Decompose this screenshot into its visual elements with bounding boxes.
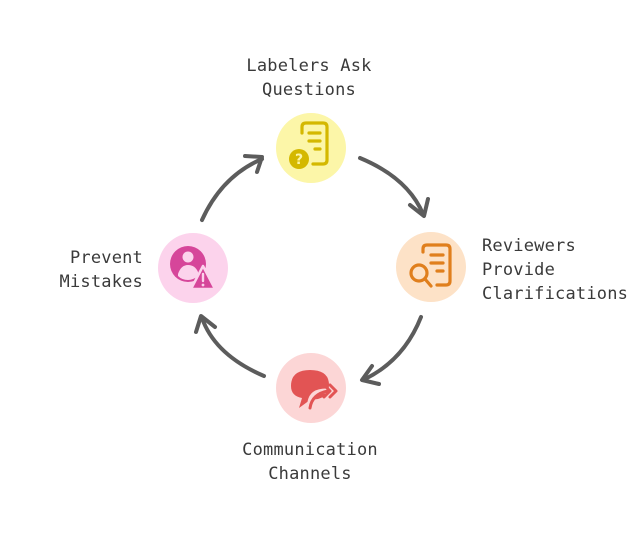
svg-text:?: ? [295,152,303,168]
chat-forward-icon [291,370,338,410]
cycle-arrows [194,154,430,386]
node-prevent-mistakes [158,233,228,303]
user-warning-icon [170,246,217,291]
arrow-reviewers-to-communication [363,315,423,381]
document-search-icon [409,243,452,288]
node-reviewers-provide-clarifications [396,232,466,302]
label-line: Provide [482,260,556,280]
label-line: Clarifications [482,284,629,304]
label-line: Prevent [69,248,143,268]
document-question-icon [300,121,329,166]
label-line: Mistakes [59,272,143,292]
label-reviewers-provide-clarifications: Reviewers Provide Clarifications [482,234,628,306]
arrowhead-prevent-to-labelers [243,154,264,174]
label-labelers-ask-questions: Labelers Ask Questions [209,54,409,102]
arrowhead-labelers-to-reviewers [408,197,430,218]
node-communication-channels [276,353,346,423]
label-line: Communication [242,440,378,460]
label-prevent-mistakes: Prevent Mistakes [30,246,143,294]
arrowhead-reviewers-to-communication [360,364,381,386]
arrow-labelers-to-reviewers [358,156,425,216]
label-line: Questions [262,80,356,100]
label-line: Reviewers [482,236,576,256]
label-line: Channels [268,464,352,484]
question-badge-icon [289,149,309,169]
arrowhead-communication-to-prevent [194,314,217,334]
label-communication-channels: Communication Channels [215,438,405,486]
arrow-prevent-to-labelers [200,157,264,222]
arrow-communication-to-prevent [200,316,266,378]
label-line: Labelers Ask [246,56,372,76]
node-labelers-ask-questions: ? [276,113,346,183]
